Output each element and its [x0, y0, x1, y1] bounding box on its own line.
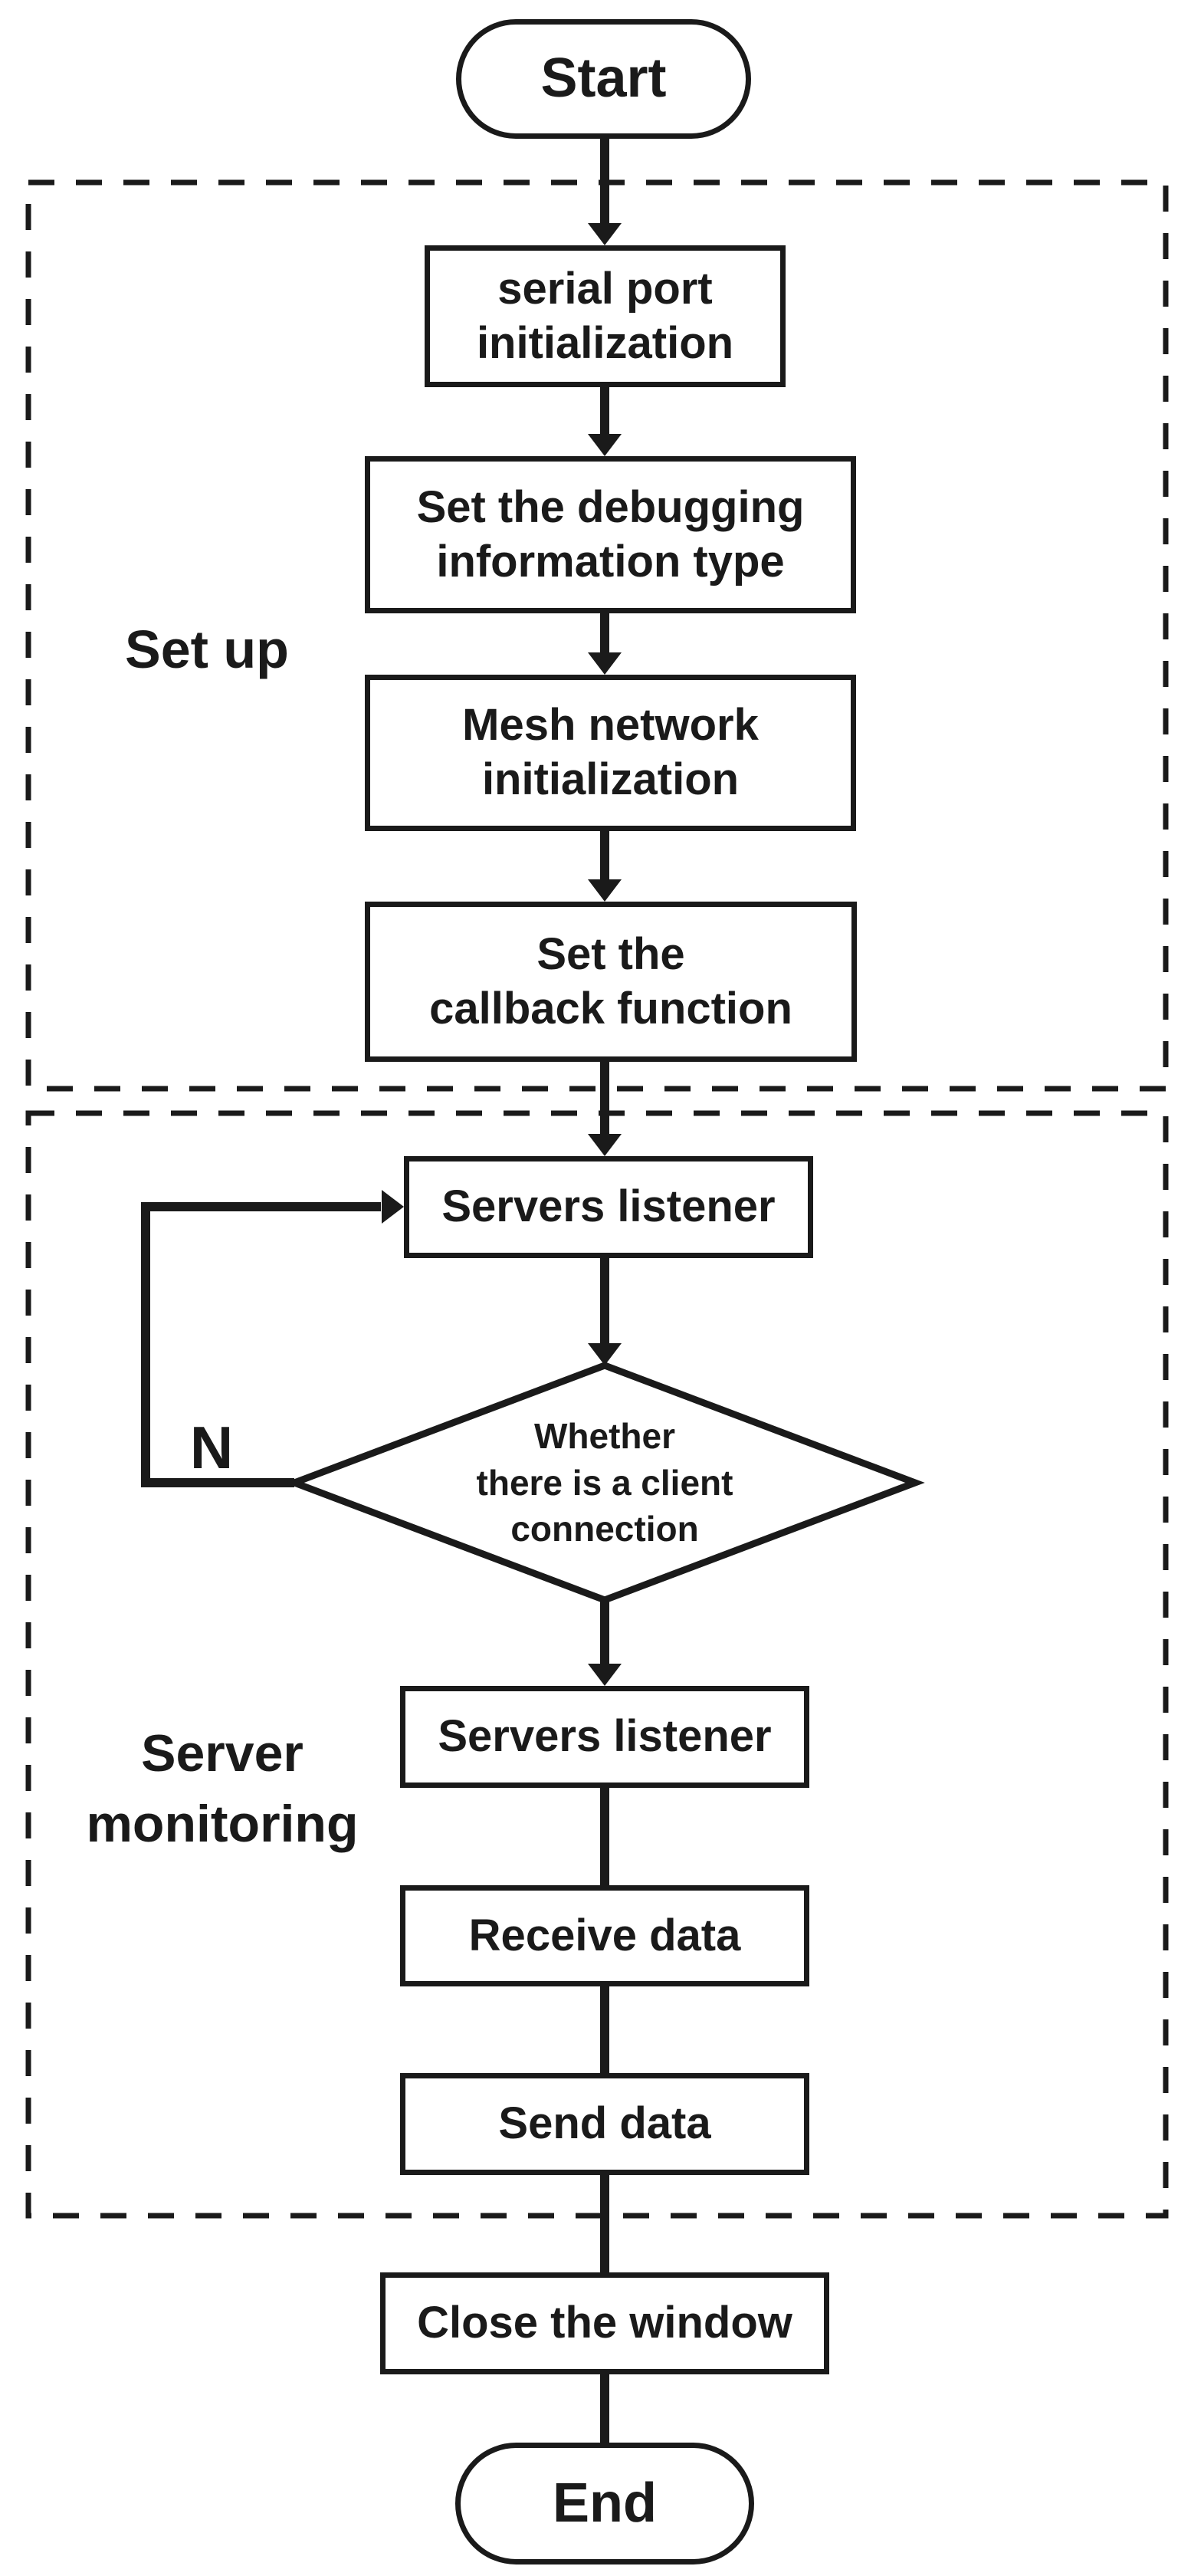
no-branch-label-text: N	[189, 1413, 234, 1481]
servers-listener-top-box: Servers listener	[404, 1156, 813, 1258]
mesh-network-init-box: Mesh network initialization	[365, 675, 856, 831]
setup-group-border	[25, 179, 1169, 1092]
serial-port-init-label-line2: initialization	[476, 317, 734, 368]
end-node-label: End	[553, 2472, 657, 2534]
decision-label-line2: there is a client	[476, 1462, 733, 1503]
mesh-network-init-label-line1: Mesh network	[462, 700, 759, 751]
decision-label-line1: Whether	[534, 1415, 675, 1456]
server-monitoring-group-border	[25, 1110, 1169, 2219]
arrowhead-debug-to-mesh	[588, 652, 622, 675]
server-monitoring-label-line1: Server	[141, 1724, 303, 1783]
mesh-network-init-label-line2: initialization	[481, 754, 740, 804]
arrowhead-decision-to-listener2	[588, 1664, 622, 1686]
close-window-box: Close the window	[380, 2272, 829, 2374]
arrowhead-start-to-serial	[588, 223, 622, 245]
arrowhead-callback-to-listener1	[588, 1134, 622, 1156]
send-data-box: Send data	[400, 2073, 809, 2175]
server-monitoring-group-label: Server monitoring	[46, 1713, 399, 1866]
decision-label-line3: connection	[510, 1509, 699, 1549]
start-node-label: Start	[540, 48, 667, 110]
decision-diamond-label: Whether there is a client connection	[390, 1397, 819, 1569]
send-data-label: Send data	[498, 2098, 711, 2149]
end-node: End	[455, 2443, 754, 2564]
set-callback-box: Set the callback function	[365, 902, 857, 1062]
receive-data-label: Receive data	[468, 1910, 741, 1960]
arrowhead-no-loop-to-listener1	[382, 1190, 404, 1224]
setup-group-label-text: Set up	[125, 619, 289, 679]
set-callback-label-line1: Set the	[536, 928, 685, 979]
edge-decision-no-loop	[141, 1202, 381, 1487]
set-debug-info-box: Set the debugging information type	[365, 456, 856, 613]
set-debug-info-label-line1: Set the debugging	[416, 481, 805, 532]
receive-data-box: Receive data	[400, 1885, 809, 1986]
arrowhead-mesh-to-callback	[588, 879, 622, 902]
start-node: Start	[456, 19, 751, 139]
arrowhead-listener1-to-decision	[588, 1343, 622, 1365]
set-debug-info-label-line2: information type	[436, 536, 785, 586]
serial-port-init-label-line1: serial port	[497, 263, 713, 314]
servers-listener-bottom-box: Servers listener	[400, 1686, 809, 1788]
close-window-label: Close the window	[417, 2298, 792, 2348]
serial-port-init-box: serial port initialization	[425, 245, 786, 387]
setup-group-label: Set up	[61, 600, 353, 699]
servers-listener-bottom-label: Servers listener	[438, 1711, 772, 1762]
no-branch-label: N	[167, 1409, 256, 1486]
set-callback-label-line2: callback function	[429, 983, 792, 1033]
server-monitoring-label-line2: monitoring	[86, 1795, 359, 1853]
arrowhead-serial-to-debug	[588, 434, 622, 456]
servers-listener-top-label: Servers listener	[441, 1181, 776, 1232]
decision-diamond-shape	[284, 1362, 925, 1604]
